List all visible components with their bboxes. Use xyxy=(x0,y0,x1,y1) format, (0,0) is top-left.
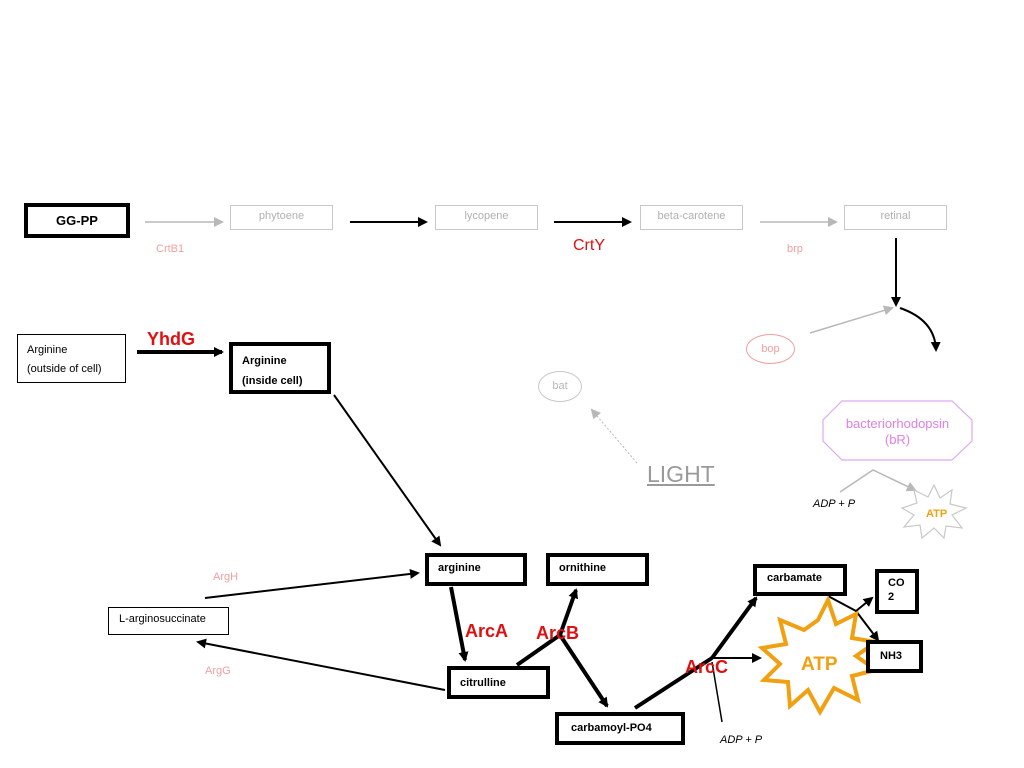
arrow-arginosuccinate-arginine xyxy=(204,568,420,599)
enzyme-argg: ArgG xyxy=(205,665,231,677)
node-arginine: arginine xyxy=(425,553,527,586)
node-lycopene: lycopene xyxy=(435,205,538,230)
node-l-arginosuccinate: L-arginosuccinate xyxy=(108,607,229,635)
node-bacteriorhodopsin: bacteriorhodopsin (bR) xyxy=(823,416,972,448)
arrow-bR-atp xyxy=(839,469,917,493)
co2-line1: CO xyxy=(888,577,905,589)
atp-large-burst xyxy=(757,594,882,717)
enzyme-crtb1: CrtB1 xyxy=(156,243,185,255)
node-citrulline: citrulline xyxy=(447,666,550,699)
enzyme-arca: ArcA xyxy=(465,621,509,641)
label-adp-p-top: ADP + P xyxy=(813,498,856,510)
enzyme-brp: brp xyxy=(787,243,803,255)
atp-small-burst xyxy=(900,483,968,540)
arginine-inside-line2: (inside cell) xyxy=(242,375,303,387)
arginine-inside-line1: Arginine xyxy=(242,355,287,367)
arrow-carbamoyl-junction xyxy=(633,656,714,710)
bacteriorhodopsin-line1: bacteriorhodopsin xyxy=(845,416,950,431)
node-arginine-outside: Arginine (outside of cell) xyxy=(17,334,126,383)
node-atp-small: ATP xyxy=(926,508,948,520)
label-light: LIGHT xyxy=(647,461,715,487)
arrow-join-bacteriorhodopsin xyxy=(899,307,941,352)
node-arginine-inside: Arginine (inside cell) xyxy=(229,342,331,394)
arrow-arginine-inside-arginine xyxy=(333,394,442,547)
arrow-to-ornithine xyxy=(558,588,579,636)
node-ggpp: GG-PP xyxy=(24,203,130,238)
co2-line2: 2 xyxy=(888,591,895,603)
bacteriorhodopsin-shape xyxy=(822,400,973,461)
enzyme-arcb: ArcB xyxy=(536,623,580,643)
node-bop: bop xyxy=(746,334,795,364)
arginine-outside-line1: Arginine xyxy=(27,344,68,356)
node-ornithine: ornithine xyxy=(546,553,649,586)
node-nh3: NH3 xyxy=(866,640,923,673)
node-retinal: retinal xyxy=(844,205,947,230)
bacteriorhodopsin-line2: (bR) xyxy=(884,432,911,447)
enzyme-yhdg: YhdG xyxy=(147,329,195,349)
node-co2: CO 2 xyxy=(875,569,919,614)
label-adp-p-bottom: ADP + P xyxy=(720,734,763,746)
node-carbamate: carbamate xyxy=(753,564,847,596)
node-carbamoyl-po4: carbamoyl-PO4 xyxy=(555,712,685,745)
arrow-citrulline-arginosuccinate xyxy=(196,638,446,691)
arrow-to-carbamate xyxy=(710,596,758,660)
arrow-carbamate-split xyxy=(827,595,857,612)
enzyme-argh: ArgH xyxy=(213,571,239,583)
arrow-bop-join xyxy=(809,305,894,334)
arrow-light-bat xyxy=(590,408,638,464)
node-beta-carotene: beta-carotene xyxy=(640,205,743,230)
arrow-citrulline-ornithine xyxy=(515,633,562,667)
arrow-arginine-citrulline xyxy=(449,586,469,662)
arrow-to-co2 xyxy=(855,596,874,612)
arrow-to-nh3 xyxy=(855,610,880,642)
arginine-outside-line2: (outside of cell) xyxy=(27,363,102,375)
enzyme-arcc: ArcC xyxy=(685,657,729,677)
node-phytoene: phytoene xyxy=(230,205,333,230)
arrow-adp-in xyxy=(711,661,723,723)
arrow-to-carbamoyl xyxy=(558,633,609,708)
node-bat: bat xyxy=(538,371,582,402)
node-atp-large: ATP xyxy=(801,654,838,675)
enzyme-crty: CrtY xyxy=(573,237,605,254)
